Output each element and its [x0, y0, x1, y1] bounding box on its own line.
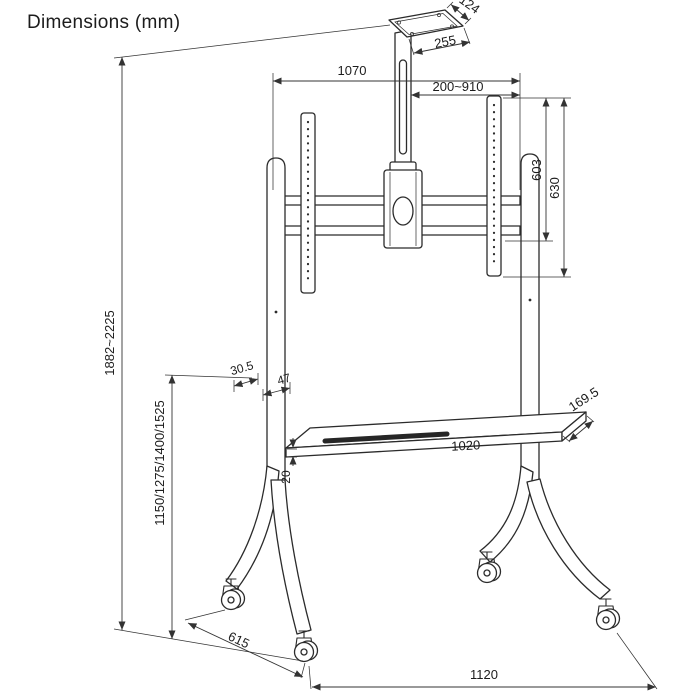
ext-height-top [113, 24, 391, 59]
dimline-post-width [262, 386, 291, 397]
ceiling-plate [388, 9, 464, 38]
dimline-base-depth [187, 622, 304, 678]
dimline-post-depth [233, 378, 259, 387]
caster-front-left [293, 630, 319, 663]
page-title: Dimensions (mm) [27, 12, 181, 33]
dimension-lines [113, 1, 658, 691]
support-column [394, 29, 412, 173]
dim-vesa-height-outer-label: 630 [547, 177, 562, 199]
dim-shelf-width-label: 1020 [451, 437, 481, 453]
dim-base-depth-label: 615 [226, 629, 252, 652]
mount-head [383, 161, 423, 249]
dimline-shelf-depth [568, 420, 594, 442]
leg-front-right [526, 478, 611, 600]
ext-shelf-height-top [164, 374, 253, 379]
caster-front-right [595, 598, 621, 631]
vesa-rail-left [300, 112, 316, 294]
dim-top-plate-width-label: 255 [433, 32, 457, 51]
frame-post-right [520, 153, 540, 485]
dim-post-depth-label: 30.5 [229, 358, 256, 378]
leg-front-left [270, 479, 312, 635]
dim-shelf-depth-label: 169.5 [566, 384, 601, 414]
ext-height-bottom [113, 628, 304, 662]
dim-column-range-label: 200~910 [433, 79, 484, 94]
vesa-rail-right [486, 95, 502, 277]
dimension-labels: 124 255 1070 200~910 603 630 1882~2225 1… [102, 0, 601, 682]
dim-shelf-thickness-label: 20 [279, 470, 293, 484]
dim-top-plate-depth-label: 124 [456, 0, 482, 17]
dim-base-width-label: 1120 [470, 667, 498, 682]
legs [225, 465, 611, 635]
dim-bracket-width-label: 1070 [338, 63, 367, 78]
dim-shelf-heights-label: 1150/1275/1400/1525 [152, 400, 167, 526]
ext-base-width [308, 632, 658, 690]
leg-rear-right [479, 465, 534, 563]
ext-top-plate-depth [446, 1, 472, 25]
dimline-top-plate-width [413, 40, 471, 55]
shelf [285, 411, 587, 458]
shelf-cable-slot [322, 431, 450, 444]
dim-overall-height-label: 1882~2225 [102, 310, 117, 375]
dim-vesa-height-inner-label: 603 [529, 159, 544, 181]
frame-post-left [266, 157, 286, 485]
dimline-top-plate-depth [450, 4, 470, 21]
dim-post-width-label: 47 [276, 370, 293, 387]
